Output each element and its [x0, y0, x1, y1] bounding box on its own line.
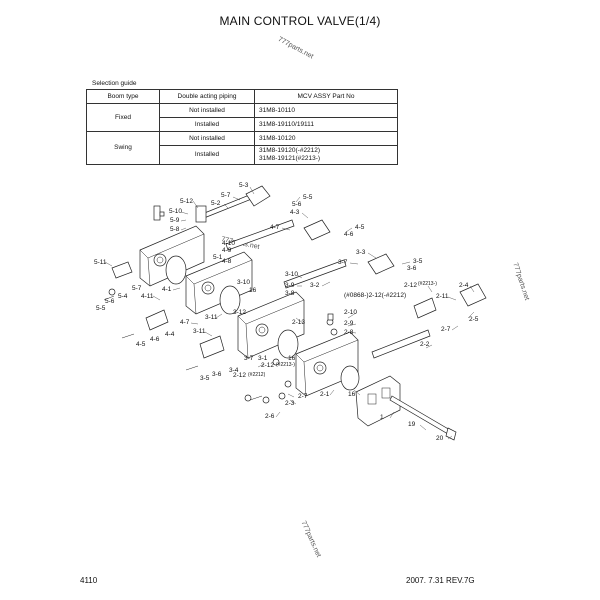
callout: 2-12	[233, 372, 246, 379]
callout: 16	[249, 287, 257, 294]
table-header-row: Boom type Double acting piping MCV ASSY …	[86, 89, 398, 104]
callout: 4-9	[222, 247, 232, 254]
part-no-cell: 31M8-19120(-#2212) 31M8-19121(#2213-)	[254, 145, 398, 165]
callout: 4-3	[290, 209, 300, 216]
callout: 3-12	[233, 309, 246, 316]
callout: 5-5	[303, 194, 313, 201]
page-number: 4110	[80, 576, 98, 585]
callout: 2-3	[285, 400, 295, 407]
callout: (#2213-)	[418, 281, 437, 287]
callout: 4-6	[344, 231, 354, 238]
callout: 3-7	[338, 259, 348, 266]
callout: 5-6	[292, 201, 302, 208]
callout: 2-12	[261, 362, 274, 369]
callout: 3-10	[237, 279, 250, 286]
callout: 5-1	[213, 254, 223, 261]
callout: 2-6	[265, 413, 275, 420]
callout: 2-11	[436, 293, 449, 300]
end-cover	[355, 375, 401, 427]
callout: 5-4	[118, 293, 128, 300]
callout: 5-3	[239, 182, 249, 189]
leader-lines	[104, 186, 475, 440]
callout: 16	[288, 355, 296, 362]
callout: (#2213-)	[276, 362, 295, 368]
callout: 3-6	[407, 265, 417, 272]
callout: 5-5	[96, 305, 106, 312]
page-title: MAIN CONTROL VALVE(1/4)	[219, 14, 381, 28]
revision-label: 2007. 7.31 REV.7G	[406, 576, 475, 585]
o-ring	[340, 365, 360, 391]
relief-valve	[111, 205, 437, 359]
callout: 3-4	[229, 367, 239, 374]
callout: 3-5	[200, 375, 210, 382]
callout: 2-1	[320, 391, 330, 398]
spool-cover	[245, 185, 487, 307]
selection-guide-caption: Selection guide	[92, 80, 137, 87]
callout: 20	[436, 435, 444, 442]
valve-section-3	[237, 291, 305, 359]
callout: 2-8	[344, 329, 354, 336]
bolt-set	[103, 211, 338, 404]
callout: 3-5	[413, 258, 423, 265]
callout: 3-6	[212, 371, 222, 378]
callout: 4-6	[150, 336, 160, 343]
callout: 4-5	[355, 224, 365, 231]
callout: 3-3	[356, 249, 366, 256]
callout-labels: 5-3 5-12 5-7 5-2 5-10 5-9 5-8 5-5 5-6 4-…	[94, 182, 479, 442]
table-row: Installed 31M8-19120(-#2212) 31M8-19121(…	[87, 145, 398, 165]
callout: 5-9	[170, 217, 180, 224]
o-ring	[219, 285, 241, 315]
valve-section-4	[185, 251, 253, 315]
callout: 2-5	[469, 316, 479, 323]
callout: 5-8	[170, 226, 180, 233]
callout: 2-12	[404, 282, 417, 289]
selection-guide-table: Boom type Double acting piping MCV ASSY …	[86, 89, 398, 165]
callout: 2-7	[298, 393, 308, 400]
callout: 3-11	[205, 314, 218, 321]
callout: 2-13	[292, 319, 305, 326]
callout: 5-12	[180, 198, 193, 205]
part-no-line: 31M8-19120(-#2212)	[259, 147, 321, 154]
callout: 4-10	[222, 240, 235, 247]
valve-section-5	[139, 225, 205, 287]
callout: 3-10	[285, 271, 298, 278]
callout: 4-7	[180, 319, 190, 326]
table-row: Installed 31M8-19110/19111	[87, 117, 398, 132]
callout: 3-1	[258, 355, 268, 362]
callout: 1	[380, 414, 384, 421]
callout: 3-11	[193, 328, 206, 335]
callout: 5-7	[221, 192, 231, 199]
callout: 5-7	[132, 285, 142, 292]
o-ring	[277, 329, 299, 359]
callout: 5-11	[94, 259, 107, 266]
callout: 16	[348, 391, 356, 398]
callout: 5-10	[169, 208, 182, 215]
callout: 4-4	[165, 331, 175, 338]
callout: (#0868-)2-12(-#2212)	[344, 292, 406, 299]
part-no-line: 31M8-19121(#2213-)	[259, 155, 321, 162]
callout: 3-9	[285, 282, 295, 289]
callout: 3-2	[310, 282, 320, 289]
callout: 3-7	[244, 355, 254, 362]
callout: 4-11	[141, 293, 154, 300]
tie-bolt	[389, 395, 457, 441]
callout: 5-2	[211, 200, 221, 207]
callout: 4-7	[270, 224, 280, 231]
spool	[201, 189, 431, 359]
callout: 2-2	[420, 341, 430, 348]
callout: (#2212)	[248, 372, 266, 378]
callout: 4-1	[162, 286, 172, 293]
callout: 4-8	[222, 258, 232, 265]
callout: 2-10	[344, 309, 357, 316]
callout: 2-4	[459, 282, 469, 289]
callout: 2-7	[441, 326, 451, 333]
callout: 19	[408, 421, 416, 428]
callout: 3-8	[285, 290, 295, 297]
o-ring	[165, 255, 187, 285]
callout: 5-6	[105, 298, 115, 305]
callout: 2-9	[344, 320, 354, 327]
callout: 4-5	[136, 341, 146, 348]
